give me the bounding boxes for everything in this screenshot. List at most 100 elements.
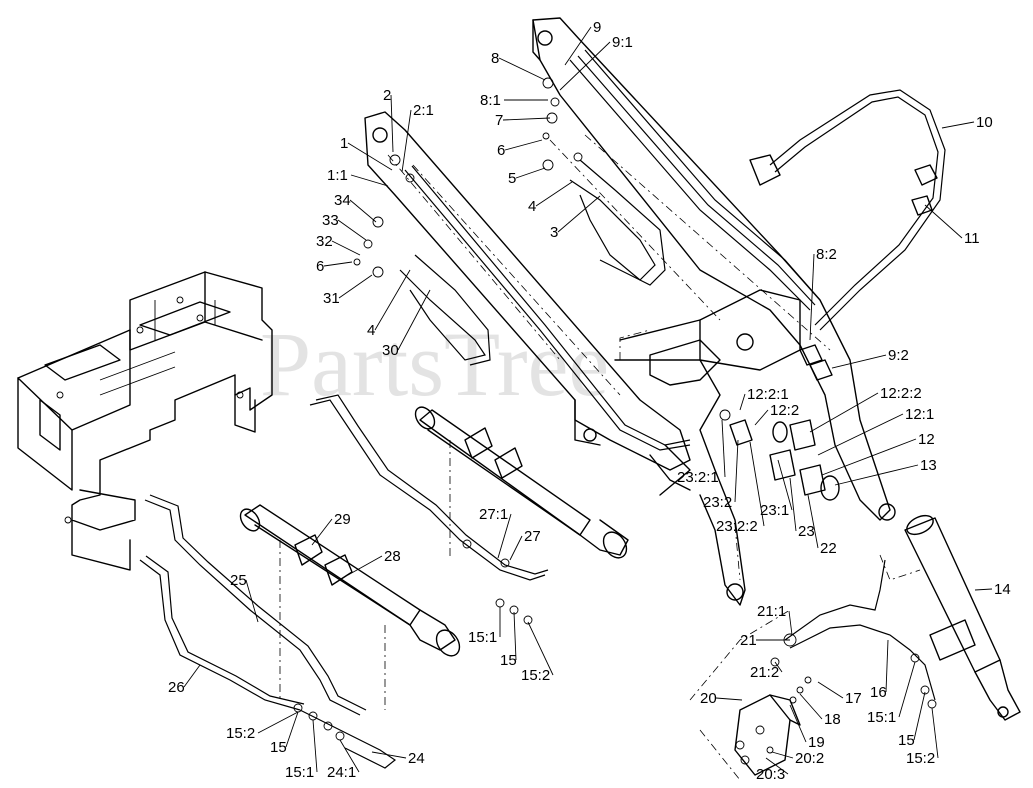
callout-label: 1 (340, 135, 348, 152)
callout-label: 24 (408, 750, 425, 767)
leader-line (734, 439, 739, 503)
hose-3 (569, 159, 666, 286)
callout-label: 21 (740, 632, 757, 649)
callout-label: 18 (824, 711, 841, 728)
hose-10 (749, 89, 946, 331)
leader-line (337, 219, 367, 241)
callout-label: 12:2 (770, 402, 799, 419)
callout-label: 15:1 (285, 764, 314, 781)
leader-line (834, 464, 919, 486)
leader-line (397, 289, 431, 351)
callout-label: 27:1 (479, 506, 508, 523)
leader-line (885, 639, 889, 693)
callout-label: 8:2 (816, 246, 837, 263)
leader-line (323, 261, 353, 267)
callout-label: 10 (976, 114, 993, 131)
leader-line (515, 167, 546, 179)
frame-assembly (17, 271, 273, 571)
callout-label: 7 (495, 112, 503, 129)
leader-line (504, 139, 543, 151)
callout-label: 11 (964, 230, 980, 247)
fittings (293, 77, 937, 765)
leader-line (564, 26, 592, 66)
leader-line (974, 588, 993, 591)
leader-line (513, 611, 517, 661)
leader-line (777, 459, 793, 511)
leader-line (401, 109, 412, 173)
callout-label: 23:2:1 (677, 469, 719, 486)
hose-25 (144, 494, 367, 716)
callout-label: 21:2 (750, 664, 779, 681)
loader-arm-left (364, 111, 691, 491)
leader-line (749, 441, 765, 527)
callout-label: 23:2:2 (716, 518, 758, 535)
callout-label: 12:1 (905, 406, 934, 423)
leader-line (339, 739, 360, 773)
callout-label: 15 (270, 739, 287, 756)
leader-line (754, 409, 769, 426)
leader-line (831, 354, 887, 369)
leader-line (374, 269, 411, 331)
callout-label: 20:3 (756, 766, 785, 783)
assembly-lines (279, 134, 921, 781)
callout-labels: 11:122:1344566788:18:299:19:210111212:11… (168, 19, 1011, 783)
leader-line (371, 751, 407, 759)
leader-line (347, 555, 383, 576)
leader-line (821, 438, 917, 476)
callout-label: 23:2 (703, 494, 732, 511)
leader-line (817, 413, 904, 456)
leader-line (765, 757, 789, 775)
leader-line (502, 117, 551, 121)
hose-26 (139, 555, 305, 711)
callout-label: 21:1 (757, 603, 786, 620)
loader-arm-right (532, 17, 896, 606)
leader-line (312, 719, 318, 773)
callout-label: 15 (500, 652, 517, 669)
callout-label: 22 (820, 540, 837, 557)
callout-label: 9:1 (612, 34, 633, 51)
callout-label: 24:1 (327, 764, 356, 781)
leader-line (557, 195, 601, 233)
callout-label: 2 (383, 87, 391, 104)
valve-20 (734, 694, 801, 776)
callout-label: 6 (316, 258, 324, 275)
cylinder-28 (239, 504, 461, 657)
leader-line (311, 518, 333, 546)
callout-label: 34 (334, 192, 351, 209)
callout-label: 5 (508, 170, 516, 187)
callout-label: 15:1 (867, 709, 896, 726)
leader-line (527, 621, 554, 676)
callout-label: 31 (323, 290, 340, 307)
callout-label: 15:1 (468, 629, 497, 646)
leader-line (941, 121, 975, 129)
leader-lines (183, 26, 993, 775)
cylinder-14 (904, 514, 1021, 721)
callout-label: 9 (593, 19, 601, 36)
leader-line (349, 199, 377, 223)
leader-line (931, 707, 939, 759)
leader-line (788, 610, 793, 636)
cylinder-27 (414, 406, 629, 559)
leader-line (898, 661, 916, 718)
callout-label: 32 (316, 233, 333, 250)
callout-label: 12:2:1 (747, 386, 789, 403)
callout-label: 15:2 (226, 725, 255, 742)
callout-label: 9:2 (888, 347, 909, 364)
leader-line (285, 711, 299, 748)
leader-line (559, 41, 611, 91)
leader-line (924, 204, 963, 239)
leader-line (809, 253, 815, 341)
leader-line (913, 691, 926, 741)
callout-label: 30 (382, 342, 399, 359)
callout-label: 19 (808, 734, 825, 751)
callout-label: 28 (384, 548, 401, 565)
leader-line (774, 661, 783, 673)
callout-label: 15:2 (906, 750, 935, 767)
hose-27 (309, 394, 549, 581)
leader-line (789, 704, 807, 743)
watermark: PartsTree (260, 313, 609, 415)
callout-label: 33 (322, 212, 339, 229)
leader-line (789, 477, 797, 532)
callout-label: 13 (920, 457, 937, 474)
